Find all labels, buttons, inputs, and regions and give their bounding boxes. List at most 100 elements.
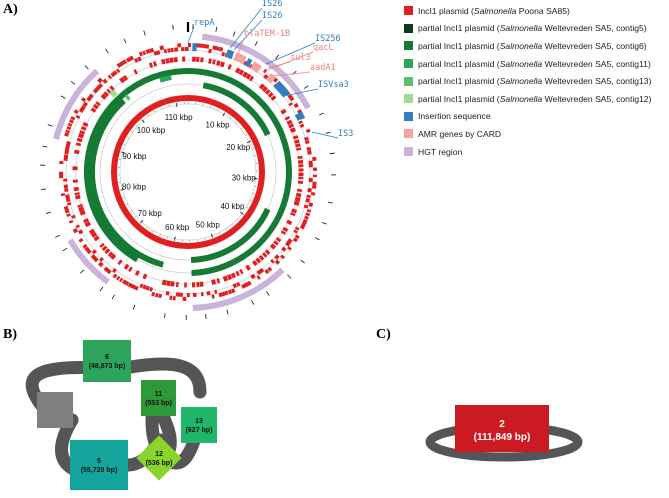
minor-tick xyxy=(166,237,168,239)
outer-tick xyxy=(99,286,104,292)
gene-arrow xyxy=(142,273,148,280)
gene-arrow xyxy=(79,210,86,216)
insertion-sequence xyxy=(244,58,253,68)
gene-arrow xyxy=(113,70,118,76)
gene-arrow xyxy=(66,213,71,217)
outer-tick xyxy=(325,131,331,134)
amr-gene xyxy=(250,61,262,73)
outer-tick xyxy=(329,152,335,155)
legend-label: Insertion sequence xyxy=(418,111,491,122)
gene-arrow xyxy=(145,285,150,291)
outer-tick xyxy=(266,291,270,296)
gene-arrow xyxy=(295,143,301,148)
outer-tick xyxy=(318,112,324,116)
gene-arrow xyxy=(227,64,232,70)
gene-arrow xyxy=(270,259,275,264)
gene-arrow xyxy=(65,197,71,203)
gene-leader-line xyxy=(233,19,263,51)
gene-arrow xyxy=(64,149,69,155)
scale-label: 50 kbp xyxy=(196,220,221,229)
outer-tick xyxy=(303,85,309,89)
gene-arrow xyxy=(292,237,298,243)
minor-tick xyxy=(146,226,148,229)
outer-tick xyxy=(42,145,48,148)
legend-swatch xyxy=(404,147,413,157)
hgt-region-arc xyxy=(53,68,100,140)
outer-tick xyxy=(327,201,333,204)
gene-arrow xyxy=(112,273,118,279)
outer-tick xyxy=(314,237,320,241)
minor-tick xyxy=(252,147,254,149)
minor-tick xyxy=(129,210,132,212)
minor-tick xyxy=(134,216,137,218)
scale-label: 60 kbp xyxy=(165,223,190,232)
gene-arrow xyxy=(235,270,240,277)
node-length-label: (55,720 bp) xyxy=(81,467,118,474)
node-id-label: 12 xyxy=(155,451,163,458)
gene-arrow xyxy=(295,192,302,198)
gene-arrow xyxy=(310,191,316,196)
gene-arrow xyxy=(256,275,261,280)
gene-arrow xyxy=(264,89,271,95)
gene-arrow xyxy=(255,257,262,264)
gene-arrow xyxy=(104,248,111,255)
gene-arrow xyxy=(294,226,300,231)
minor-tick xyxy=(210,105,212,108)
gene-arrow xyxy=(80,125,87,131)
gene-arrow xyxy=(306,146,312,151)
gene-arrow xyxy=(216,60,221,67)
gene-arrow xyxy=(299,225,305,230)
outer-tick xyxy=(232,31,236,37)
legend-item: HGT region xyxy=(404,143,666,161)
legend: IncI1 plasmid (Salmonella Poona SA85)par… xyxy=(404,2,666,160)
gene-arrow xyxy=(299,123,305,128)
outer-tick xyxy=(47,124,53,127)
reference-backbone xyxy=(111,95,265,249)
outer-tick xyxy=(84,65,89,70)
gene-arrow xyxy=(142,50,147,56)
gene-arrow xyxy=(158,293,163,299)
gene-arrow xyxy=(90,231,98,238)
legend-swatch xyxy=(404,76,413,86)
minor-tick xyxy=(240,127,243,130)
outer-tick xyxy=(163,313,166,319)
gene-arrow xyxy=(293,139,300,144)
gene-arrow xyxy=(92,88,99,94)
outer-tick xyxy=(275,54,279,60)
contig-node-5 xyxy=(70,440,128,490)
gene-arrow xyxy=(77,229,84,235)
gene-arrow xyxy=(155,292,159,298)
gene-arrow xyxy=(84,246,90,252)
gene-arrow xyxy=(274,254,280,260)
scale-label: 100 kbp xyxy=(137,126,166,135)
gene-label: IS26 xyxy=(262,0,282,9)
minor-tick xyxy=(211,235,213,238)
panel-label-c: C) xyxy=(376,327,391,342)
gene-arrow xyxy=(93,235,100,242)
outer-tick xyxy=(123,38,127,44)
minor-tick xyxy=(225,228,227,231)
gene-arrow xyxy=(125,57,131,63)
gene-arrow xyxy=(109,253,117,260)
gene-arrow xyxy=(103,266,109,272)
gene-arrow xyxy=(263,74,269,80)
gene-arrow xyxy=(262,68,268,74)
gene-arrow xyxy=(73,109,79,115)
gene-arrow xyxy=(211,279,217,285)
minor-tick xyxy=(242,213,244,215)
gene-arrow xyxy=(165,58,170,64)
gene-arrow xyxy=(258,254,265,261)
gene-arrow xyxy=(305,212,311,217)
gene-arrow xyxy=(252,260,258,267)
gene-label: qacL xyxy=(313,43,333,53)
outer-tick xyxy=(300,259,305,264)
gene-arrow xyxy=(98,256,104,262)
gene-leader-line xyxy=(267,51,314,71)
gene-arrow xyxy=(79,129,86,135)
gene-arrow xyxy=(100,93,107,100)
gene-arrow xyxy=(216,278,221,284)
contig13-arc xyxy=(124,93,131,101)
gene-arrow xyxy=(275,236,282,243)
minor-tick xyxy=(245,134,248,136)
